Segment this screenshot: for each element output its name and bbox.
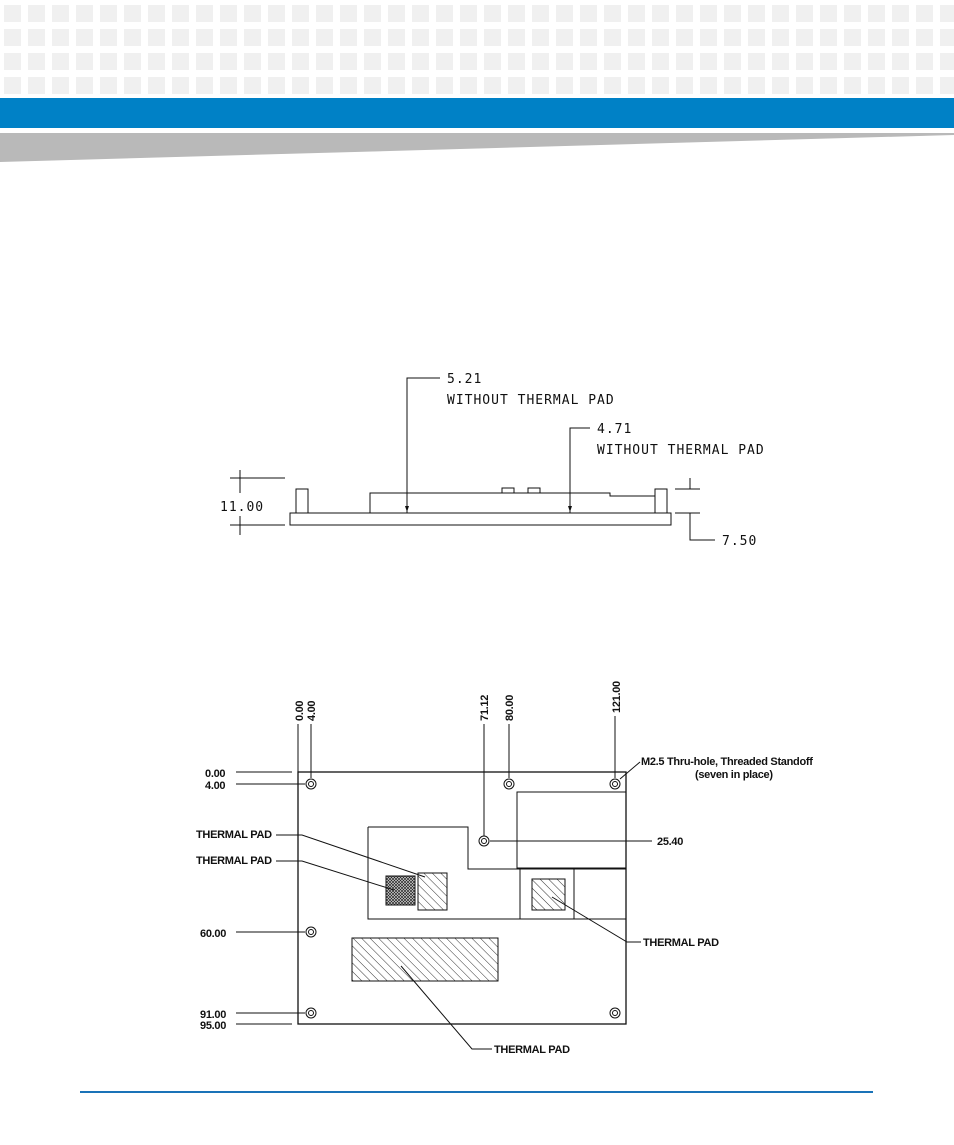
y-label-4: 4.00 [205, 780, 225, 792]
board-outline [297, 771, 627, 1025]
standoff-hole-tm [503, 778, 515, 790]
y-label-60: 60.00 [200, 928, 226, 940]
right-middle-box [519, 868, 575, 920]
thermal-pad-label-3: THERMAL PAD [643, 937, 719, 949]
y-label-91: 91.00 [200, 1009, 226, 1021]
dim-4-71-note: WITHOUT THERMAL PAD [597, 443, 765, 458]
footer-rule [80, 1091, 873, 1093]
thermal-pad-label-2: THERMAL PAD [196, 855, 272, 867]
standoff-callout-line1: M2.5 Thru-hole, Threaded Standoff [641, 756, 813, 768]
base-plate [289, 512, 672, 526]
thermal-pad-leader-4 [400, 965, 492, 1050]
x-label-71: 71.12 [479, 695, 491, 721]
x-label-80: 80.00 [504, 695, 516, 721]
dim-7-50-value: 7.50 [722, 534, 757, 549]
arrow-5-21 [405, 506, 409, 512]
standoff-hole-br [609, 1007, 621, 1019]
header-gray-wedge [0, 133, 954, 162]
top-view-drawing: 0.00 4.00 71.12 80.00 121.00 0.00 4.00 6… [0, 670, 954, 1070]
dim-5-21-note: WITHOUT THERMAL PAD [447, 393, 615, 408]
dim-4-71-value: 4.71 [597, 422, 632, 437]
standoff-hole-tl [305, 778, 317, 790]
page-header [0, 0, 954, 165]
left-standoff [295, 488, 309, 514]
thermal-pad-b [417, 872, 448, 911]
x-label-4: 4.00 [306, 701, 318, 721]
thermal-pad-leader-1 [276, 834, 426, 878]
thermal-pad-c [531, 878, 566, 911]
thermal-pad-a [385, 875, 416, 906]
header-blue-band [0, 98, 954, 128]
thermal-pad-leader-2 [276, 860, 395, 891]
arrow-4-71 [568, 506, 572, 512]
dim-11-value: 11.00 [220, 500, 264, 515]
thermal-pad-label-4: THERMAL PAD [494, 1044, 570, 1056]
thermal-pad-leader-3 [551, 896, 641, 943]
leader-4-71 [569, 427, 590, 513]
standoff-hole-center [478, 835, 490, 847]
component-1 [501, 487, 515, 494]
standoff-hole-bl [305, 1007, 317, 1019]
leader-standoff [619, 761, 641, 780]
header-pattern [0, 0, 954, 97]
board-top-profile [369, 492, 655, 513]
upper-right-block [516, 791, 627, 869]
thermal-pad-label-1: THERMAL PAD [196, 829, 272, 841]
x-label-0: 0.00 [294, 701, 306, 721]
x-label-121: 121.00 [611, 681, 623, 713]
y-label-95: 95.00 [200, 1020, 226, 1032]
component-2 [527, 487, 541, 494]
dim-5-21-value: 5.21 [447, 372, 482, 387]
hole-y-label: 25.40 [657, 836, 683, 848]
y-label-0: 0.00 [205, 768, 225, 780]
thermal-pad-d [351, 937, 499, 982]
leader-5-21 [406, 377, 440, 513]
standoff-callout-line2: (seven in place) [695, 769, 773, 781]
side-view-drawing: 5.21 WITHOUT THERMAL PAD 4.71 WITHOUT TH… [0, 360, 954, 560]
right-standoff [654, 488, 668, 514]
dim-7-50-leader [689, 513, 715, 541]
standoff-hole-tr [609, 778, 621, 790]
standoff-hole-ml [305, 926, 317, 938]
center-block [368, 826, 518, 870]
